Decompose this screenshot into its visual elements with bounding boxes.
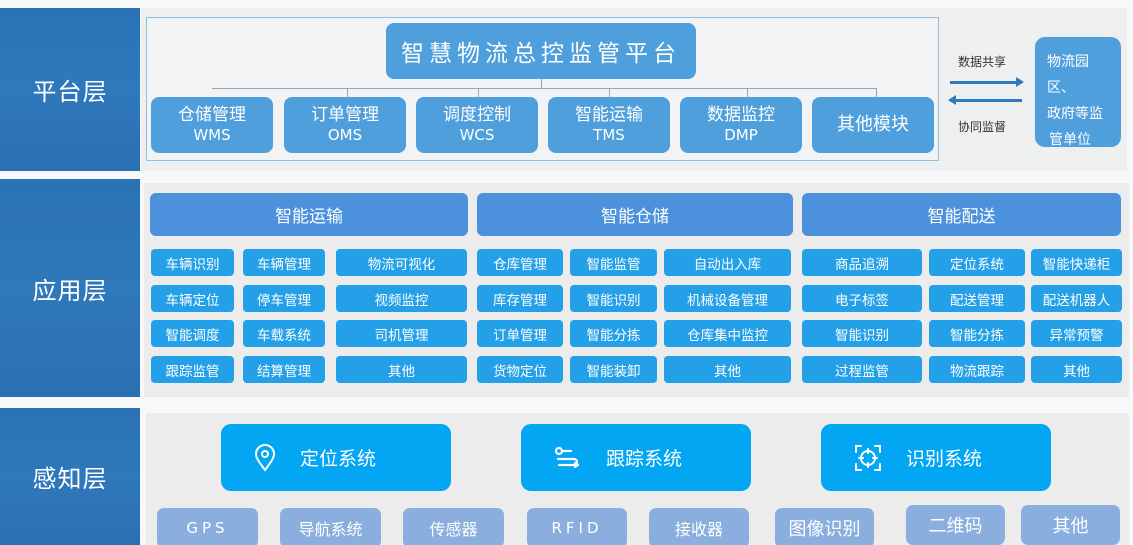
module-en-label: WMS [193,126,231,144]
module-cn-label: 仓储管理 [178,105,246,125]
application-layer-label: 应用层 [0,179,140,397]
module-oms[interactable]: 订单管理 OMS [284,97,406,153]
regulator-line: 物流园区、 [1047,54,1089,96]
platform-layer-label: 平台层 [0,8,140,171]
device-receiver[interactable]: 接收器 [649,508,749,545]
app-item[interactable]: 停车管理 [243,285,325,312]
app-item[interactable]: 车辆识别 [151,249,234,276]
module-other[interactable]: 其他模块 [812,97,934,153]
route-track-icon [554,446,580,468]
module-cn-label: 调度控制 [443,105,511,125]
module-dmp[interactable]: 数据监控 DMP [680,97,802,153]
scan-target-icon [855,444,881,471]
app-item[interactable]: 智能识别 [570,285,657,312]
app-item[interactable]: 智能分拣 [570,320,657,347]
app-item[interactable]: 库存管理 [477,285,563,312]
app-item[interactable]: 车辆管理 [243,249,325,276]
app-item[interactable]: 商品追溯 [802,249,922,276]
module-en-label: WCS [459,126,495,144]
app-item[interactable]: 物流跟踪 [929,356,1025,383]
app-item[interactable]: 机械设备管理 [664,285,791,312]
app-item[interactable]: 车载系统 [243,320,325,347]
platform-layer-title: 平台层 [32,78,108,106]
app-item[interactable]: 智能装卸 [570,356,657,383]
app-item[interactable]: 智能识别 [802,320,922,347]
app-group-title: 智能运输 [275,207,343,227]
app-item[interactable]: 其他 [664,356,791,383]
connector-line [747,88,748,97]
supervision-label: 协同监督 [958,120,1007,134]
app-item[interactable]: 结算管理 [243,356,325,383]
system-label: 识别系统 [906,448,983,470]
module-cn-label: 其他模块 [837,114,909,135]
app-item[interactable]: 司机管理 [336,320,467,347]
connector-line [347,88,348,97]
module-tms[interactable]: 智能运输 TMS [548,97,670,153]
connector-line [609,88,610,97]
app-item[interactable]: 异常预警 [1031,320,1122,347]
positioning-system-box[interactable]: 定位系统 [221,424,451,491]
arrow-left-icon [948,95,1022,105]
system-label: 跟踪系统 [606,448,683,470]
module-cn-label: 数据监控 [707,105,775,125]
device-gps[interactable]: GPS [157,508,258,545]
regulator-line: 管单位 [1049,132,1091,148]
app-item[interactable]: 配送机器人 [1031,285,1122,312]
tracking-system-box[interactable]: 跟踪系统 [521,424,751,491]
app-item[interactable]: 智能分拣 [929,320,1025,347]
module-en-label: DMP [724,126,758,144]
app-item[interactable]: 其他 [336,356,467,383]
device-qr-code[interactable]: 二维码 [906,505,1005,545]
module-wms[interactable]: 仓储管理 WMS [151,97,273,153]
app-item[interactable]: 配送管理 [929,285,1025,312]
app-item[interactable]: 定位系统 [929,249,1025,276]
app-group-title: 智能仓储 [601,207,669,227]
device-rfid[interactable]: RFID [527,508,627,545]
app-item[interactable]: 车辆定位 [151,285,234,312]
platform-title: 智慧物流总控监管平台 [401,41,681,67]
app-item[interactable]: 电子标签 [802,285,922,312]
device-other[interactable]: 其他 [1021,505,1120,545]
app-item[interactable]: 仓库集中监控 [664,320,791,347]
system-label: 定位系统 [300,448,377,470]
module-en-label: OMS [327,126,363,144]
device-sensor[interactable]: 传感器 [403,508,504,545]
app-item[interactable]: 跟踪监管 [151,356,234,383]
application-layer-title: 应用层 [32,276,108,305]
app-group-title: 智能配送 [927,207,996,227]
connector-line [541,79,542,88]
app-item[interactable]: 货物定位 [477,356,563,383]
device-image-recognition[interactable]: 图像识别 [775,508,874,545]
app-item[interactable]: 物流可视化 [336,249,467,276]
app-group-warehouse-header[interactable]: 智能仓储 [477,193,793,236]
connector-line [478,88,479,97]
arrow-right-icon [950,77,1024,87]
module-cn-label: 智能运输 [575,105,643,125]
app-item[interactable]: 智能快递柜 [1031,249,1122,276]
app-item[interactable]: 订单管理 [477,320,563,347]
app-item[interactable]: 仓库管理 [477,249,563,276]
regulator-line: 政府等监 [1047,106,1103,122]
external-regulator-box[interactable]: 物流园区、 政府等监 管单位 [1035,37,1121,148]
app-item[interactable]: 智能监管 [570,249,657,276]
app-item[interactable]: 过程监管 [802,356,922,383]
perception-layer-label: 感知层 [0,408,140,545]
module-wcs[interactable]: 调度控制 WCS [416,97,538,153]
app-group-delivery-header[interactable]: 智能配送 [802,193,1121,236]
connector-line [212,88,877,89]
connector-line [876,88,877,97]
platform-title-box[interactable]: 智慧物流总控监管平台 [386,23,696,79]
module-cn-label: 订单管理 [311,105,379,125]
app-item[interactable]: 智能调度 [151,320,234,347]
data-sharing-label: 数据共享 [958,55,1007,69]
app-group-transport-header[interactable]: 智能运输 [150,193,468,236]
app-item[interactable]: 视频监控 [336,285,467,312]
perception-layer-title: 感知层 [32,465,108,493]
recognition-system-box[interactable]: 识别系统 [821,424,1051,491]
module-en-label: TMS [593,126,625,144]
app-item[interactable]: 其他 [1031,356,1122,383]
device-navigation[interactable]: 导航系统 [280,508,381,545]
location-pin-icon [254,443,276,472]
app-item[interactable]: 自动出入库 [664,249,791,276]
